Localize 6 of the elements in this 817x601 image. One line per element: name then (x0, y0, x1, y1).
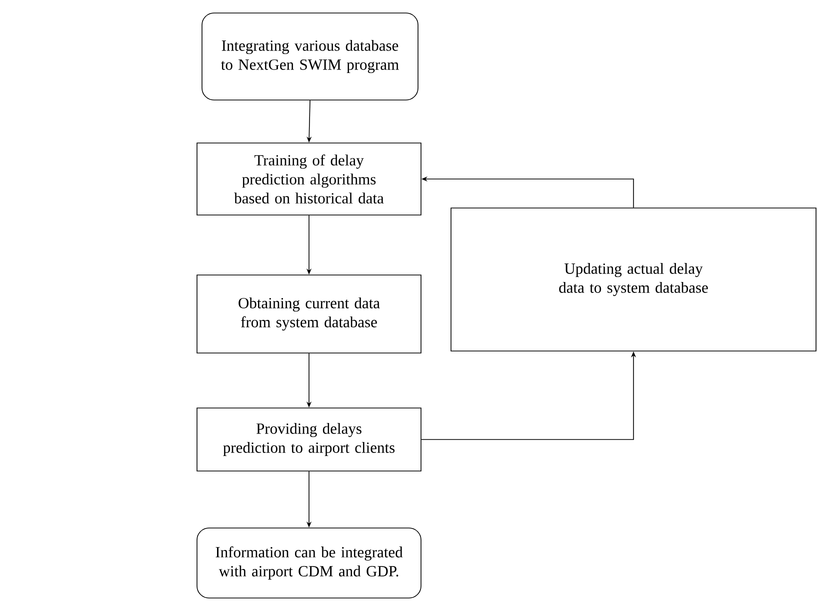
process-box: Updating actual delay data to system database (450, 208, 816, 352)
process-box: Providing delays prediction to airport clients (196, 408, 422, 472)
process-box: Obtaining current data from system database (196, 274, 422, 354)
process-box: Integrating various database to NextGen SWIM program (202, 12, 418, 100)
process-box: Information can be integrated with airport CDM and GDP. (196, 528, 422, 598)
process-box: Training of delay prediction algorithms based on historical data (196, 142, 422, 216)
